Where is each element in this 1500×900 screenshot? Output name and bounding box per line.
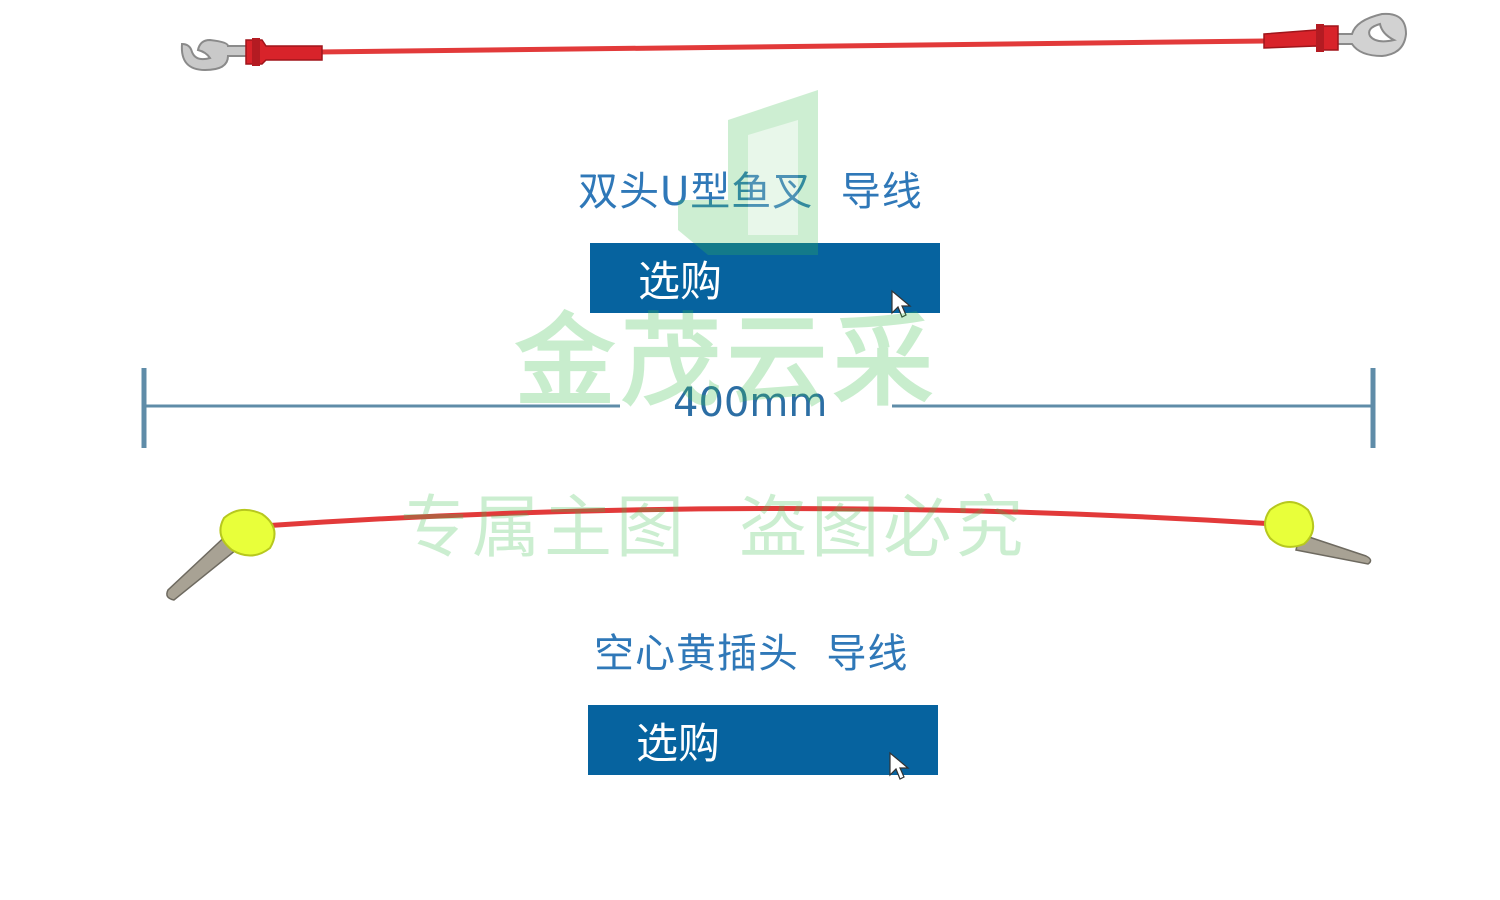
mouse-pointer-icon bbox=[891, 289, 912, 318]
u-fork-wire-image bbox=[180, 12, 1408, 72]
u-fork-terminal-icon bbox=[180, 38, 323, 72]
ferrule-wire-image bbox=[166, 501, 1372, 601]
u-fork-terminal-icon bbox=[1263, 12, 1408, 58]
ferrule-terminal-icon bbox=[1264, 501, 1372, 565]
buy-button-u-fork[interactable]: 选购 bbox=[590, 243, 940, 318]
product-caption-u-fork: 双头U型鱼叉 导线 bbox=[578, 169, 923, 215]
j-logo-icon bbox=[678, 90, 818, 255]
buy-button-label: 选购 bbox=[636, 718, 721, 768]
buy-button-ferrule[interactable]: 选购 bbox=[588, 705, 938, 780]
mouse-pointer-icon bbox=[889, 751, 910, 780]
dimension-line bbox=[141, 368, 1376, 448]
dimension-label: 400mm bbox=[673, 380, 828, 426]
product-caption-ferrule: 空心黄插头 导线 bbox=[594, 631, 909, 677]
ferrule-terminal-icon bbox=[166, 508, 276, 601]
buy-button-label: 选购 bbox=[638, 256, 723, 306]
